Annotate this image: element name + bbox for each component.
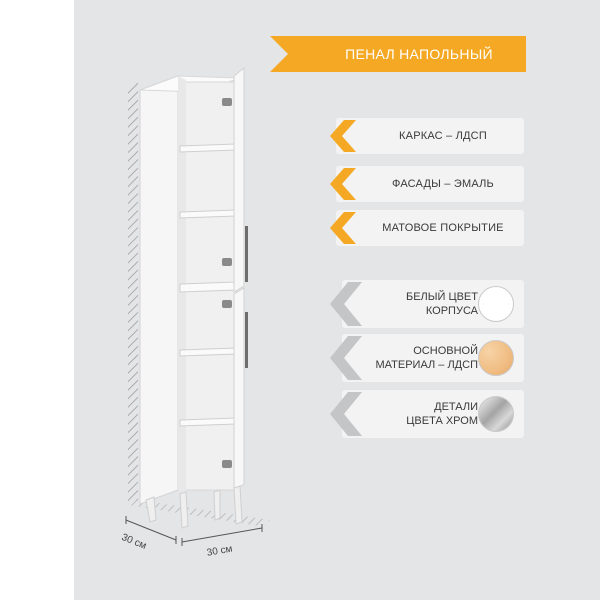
spec-line-1: ОСНОВНОЙ [413, 345, 478, 357]
chevron-left-icon [330, 392, 362, 436]
chevron-left-icon [330, 212, 356, 244]
spec-chrome: ДЕТАЛИ ЦВЕТА ХРОМ [322, 390, 524, 438]
feature-facade: ФАСАДЫ – ЭМАЛЬ [322, 166, 524, 202]
feature-label: МАТОВОЕ ПОКРЫТИЕ [382, 222, 504, 234]
feature-frame: КАРКАС – ЛДСП [322, 118, 524, 154]
spec-line-1: БЕЛЫЙ ЦВЕТ [405, 291, 478, 303]
spec-line-1: ДЕТАЛИ [434, 401, 478, 413]
chevron-left-icon [330, 336, 362, 380]
banner-shape [270, 36, 526, 72]
spec-line-2: КОРПУСА [425, 305, 478, 317]
banner-title: ПЕНАЛ НАПОЛЬНЫЙ [345, 46, 493, 62]
white-swatch-icon [478, 286, 514, 322]
chevron-left-icon [330, 168, 356, 200]
chipboard-swatch-icon [478, 340, 514, 376]
feature-label: ФАСАДЫ – ЭМАЛЬ [392, 178, 494, 190]
spec-line-2: ЦВЕТА ХРОМ [406, 415, 478, 427]
feature-matte: МАТОВОЕ ПОКРЫТИЕ [322, 210, 524, 246]
chevron-left-icon [330, 282, 362, 326]
feature-label: КАРКАС – ЛДСП [399, 130, 487, 142]
spec-line-2: МАТЕРИАЛ – ЛДСП [375, 359, 479, 371]
spec-material: ОСНОВНОЙ МАТЕРИАЛ – ЛДСП [322, 334, 524, 382]
spec-body-color: БЕЛЫЙ ЦВЕТ КОРПУСА [322, 280, 524, 328]
chrome-swatch-icon [478, 396, 514, 432]
title-banner: ПЕНАЛ НАПОЛЬНЫЙ [270, 36, 526, 72]
chevron-left-icon [330, 120, 356, 152]
